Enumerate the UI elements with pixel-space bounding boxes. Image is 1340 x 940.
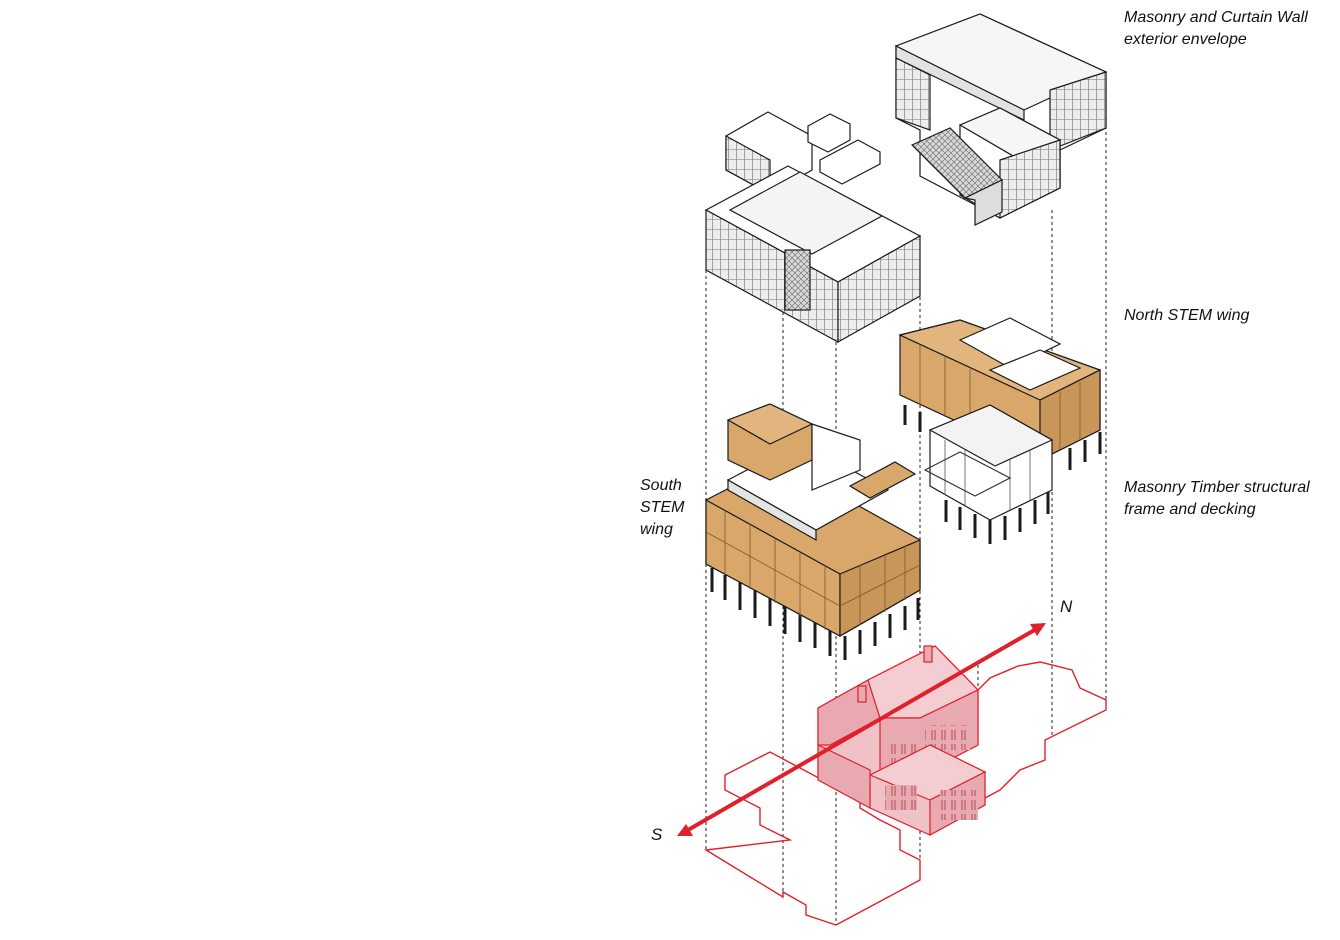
north-wing-timber-frame xyxy=(898,317,1102,544)
label-north-wing: North STEM wing xyxy=(1124,305,1249,327)
label-envelope-line-1: Masonry and Curtain Wall xyxy=(1124,9,1308,26)
compass-north-label: N xyxy=(1060,597,1073,616)
south-wing-timber-frame xyxy=(705,403,921,660)
label-south-wing-line-2: STEM xyxy=(640,499,685,516)
label-south-wing-line-1: South xyxy=(640,477,682,494)
north-wing-envelope xyxy=(894,13,1108,226)
label-north-wing-line-1: North STEM wing xyxy=(1124,307,1250,324)
label-timber-frame-line-2: frame and decking xyxy=(1124,501,1256,518)
label-south-wing-line-3: wing xyxy=(640,521,673,538)
existing-building-footprint xyxy=(703,661,1107,926)
label-south-wing: South STEM wing xyxy=(640,475,684,541)
label-timber-frame-line-1: Masonry Timber structural xyxy=(1124,479,1310,496)
compass-south-label: S xyxy=(651,825,663,844)
label-timber-frame: Masonry Timber structural frame and deck… xyxy=(1124,477,1310,521)
orientation-arrow xyxy=(677,623,1046,836)
label-envelope: Masonry and Curtain Wall exterior envelo… xyxy=(1124,7,1308,51)
south-wing-envelope xyxy=(704,111,922,344)
label-envelope-line-2: exterior envelope xyxy=(1124,31,1247,48)
